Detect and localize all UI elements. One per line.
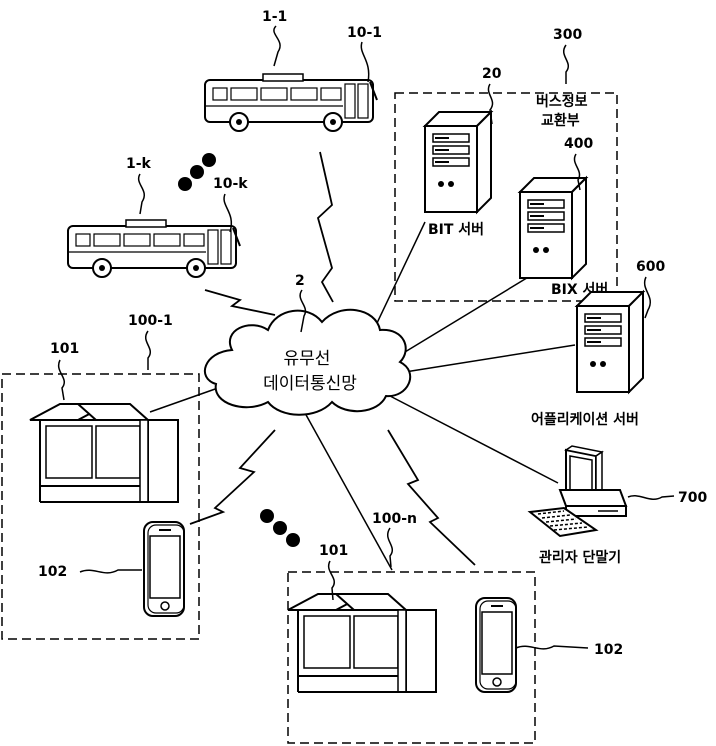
link-stop-1 bbox=[149, 387, 219, 413]
bus-info-exchange-box bbox=[394, 92, 618, 302]
bit-server bbox=[424, 111, 492, 213]
link-app-server bbox=[404, 344, 576, 373]
ellipsis-dot bbox=[178, 177, 192, 191]
busk-ref-label: 1-k bbox=[126, 156, 152, 172]
bit-server-label: BIT 서버 bbox=[428, 221, 484, 238]
admin-ref-label: 700 bbox=[678, 490, 707, 506]
exchange-ref-label: 300 bbox=[553, 27, 582, 43]
sheltern-ref-label: 101 bbox=[319, 543, 348, 559]
phonen-ref-label: 102 bbox=[594, 642, 623, 658]
bus-shelter-1 bbox=[29, 403, 179, 503]
bus1-terminal-label: 10-1 bbox=[347, 25, 382, 41]
wireless-bolt-bus1 bbox=[316, 151, 334, 303]
wireless-bolt-busk bbox=[204, 289, 276, 316]
admin-terminal bbox=[527, 445, 628, 538]
network-ref-label: 2 bbox=[295, 273, 305, 289]
smartphone-n bbox=[475, 597, 517, 693]
exchange-label-line1: 버스정보 bbox=[536, 93, 588, 110]
bit-ref-label: 20 bbox=[482, 66, 502, 82]
stop1-ref-label: 100-1 bbox=[128, 313, 173, 329]
link-bix-server bbox=[399, 269, 541, 356]
shelter1-ref-label: 101 bbox=[50, 341, 79, 357]
link-stop-n bbox=[304, 412, 393, 571]
ellipsis-dot bbox=[286, 533, 300, 547]
bix-ref-label: 400 bbox=[564, 136, 593, 152]
bus-stop-n-box bbox=[287, 571, 536, 744]
ellipsis-dot bbox=[273, 521, 287, 535]
admin-terminal-label: 관리자 단말기 bbox=[539, 549, 621, 566]
smartphone-1 bbox=[143, 521, 185, 617]
network-label-line1: 유무선 bbox=[284, 349, 331, 369]
stopn-ref-label: 100-n bbox=[372, 511, 417, 527]
exchange-label-line2: 교환부 bbox=[541, 112, 580, 129]
app-ref-label: 600 bbox=[636, 259, 665, 275]
network-label-line2: 데이터통신망 bbox=[263, 374, 357, 394]
busk-terminal-label: 10-k bbox=[213, 176, 248, 192]
wireless-bolt-phone1 bbox=[189, 429, 276, 525]
wireless-bolt-phonen bbox=[387, 429, 476, 566]
bus-stop-1-box bbox=[1, 373, 200, 640]
bix-server bbox=[519, 177, 587, 279]
ellipsis-dot bbox=[190, 165, 204, 179]
application-server bbox=[576, 291, 644, 393]
app-server-label: 어플리케이션 서버 bbox=[531, 411, 639, 428]
phone1-ref-label: 102 bbox=[38, 564, 67, 580]
ellipsis-dot bbox=[260, 509, 274, 523]
link-admin-terminal bbox=[389, 395, 559, 484]
bus-k bbox=[67, 219, 241, 278]
bus-shelter-n bbox=[287, 593, 437, 693]
ellipsis-dot bbox=[202, 153, 216, 167]
network-cloud bbox=[204, 308, 412, 416]
bus-1 bbox=[204, 73, 378, 132]
bus1-ref-label: 1-1 bbox=[262, 9, 287, 25]
